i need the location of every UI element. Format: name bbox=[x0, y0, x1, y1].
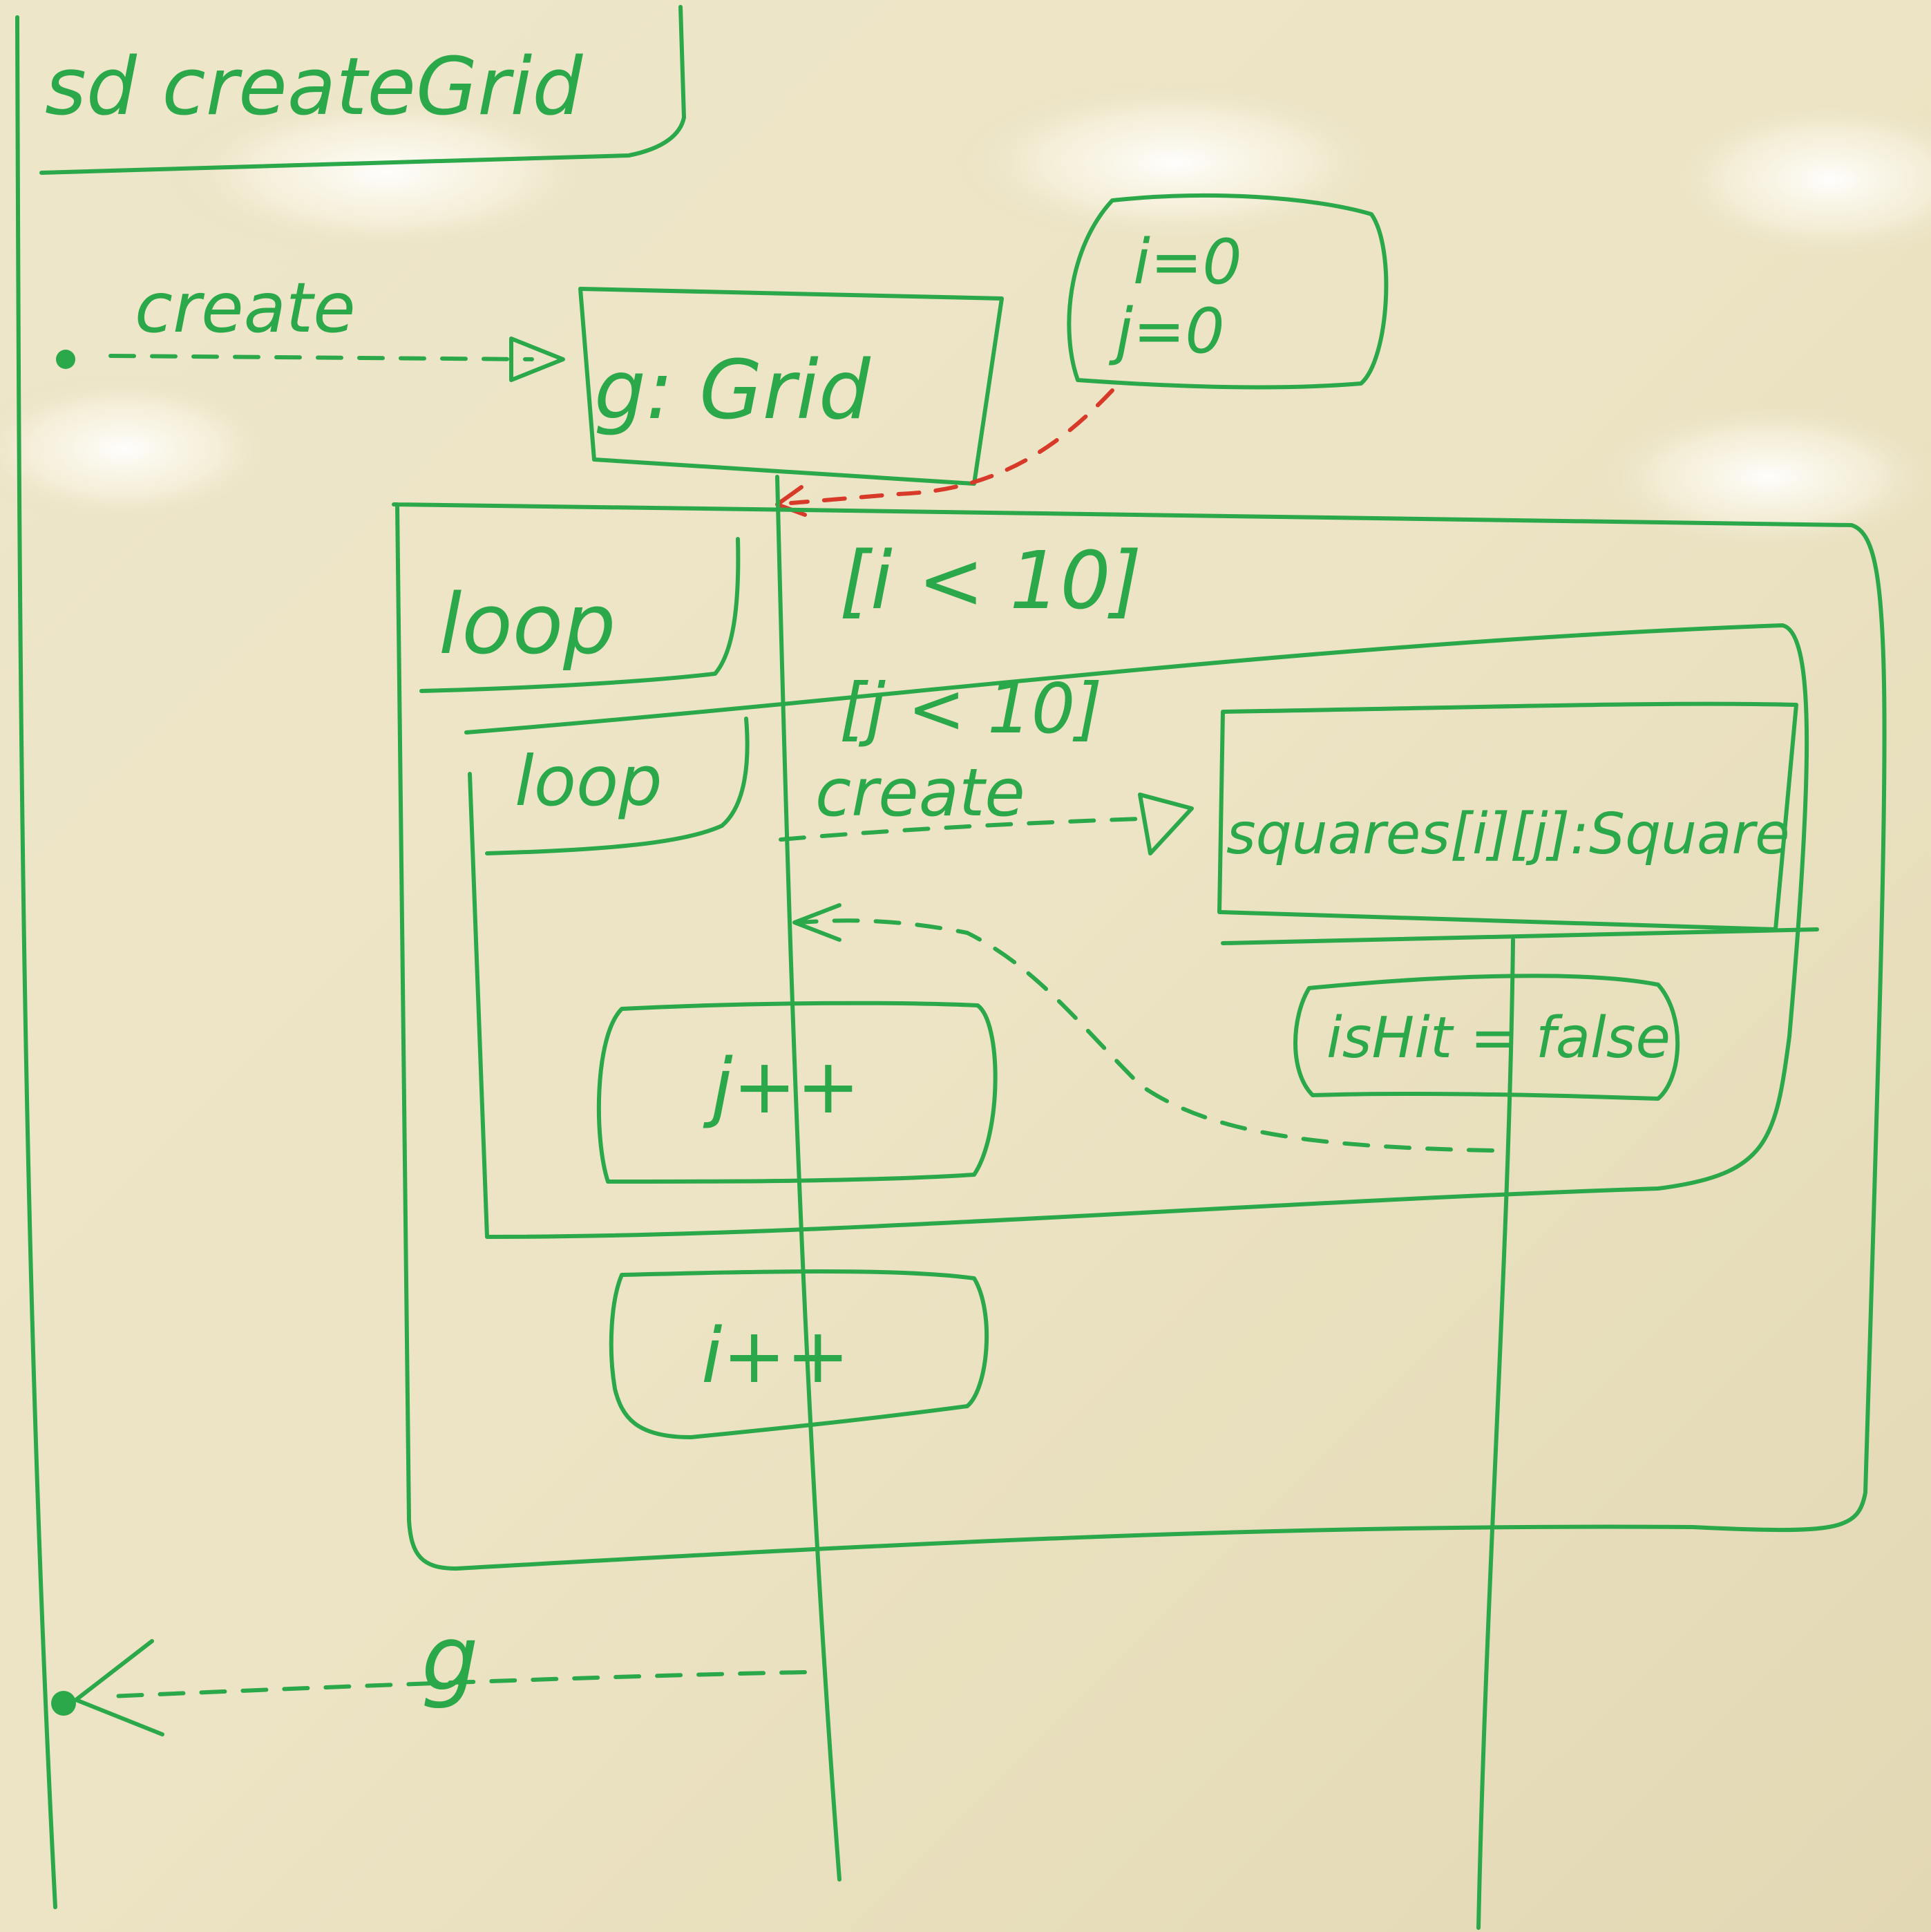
is-hit-action: isHit = false bbox=[1293, 974, 1680, 1101]
inner-loop-frame: loop [j < 10] bbox=[464, 623, 1809, 1239]
return-message-g: g bbox=[51, 1606, 807, 1736]
init-note: i=0 j=0 bbox=[775, 193, 1389, 517]
grid-lifeline bbox=[775, 475, 841, 1882]
j-increment-label: j++ bbox=[703, 1042, 860, 1130]
create-grid-label: create bbox=[135, 267, 356, 348]
square-lifeline bbox=[1476, 938, 1515, 1930]
note-i-init: i=0 bbox=[1133, 226, 1242, 299]
note-j-init: j=0 bbox=[1108, 295, 1225, 368]
square-lifeline-label: squares[i][j]:Square bbox=[1226, 802, 1790, 867]
inner-loop-operator: loop bbox=[515, 741, 663, 822]
square-lifeline-head: squares[i][j]:Square bbox=[1217, 701, 1819, 945]
j-increment-action: j++ bbox=[596, 1001, 998, 1184]
found-message-create: create bbox=[56, 267, 565, 382]
sd-frame: sd createGrid bbox=[15, 5, 686, 1909]
i-increment-action: i++ bbox=[609, 1269, 989, 1439]
create-square-label: create bbox=[815, 755, 1025, 831]
return-label: g bbox=[421, 1606, 479, 1711]
i-increment-label: i++ bbox=[701, 1311, 850, 1400]
inner-loop-guard: [j < 10] bbox=[839, 668, 1102, 749]
light-glare bbox=[0, 79, 1931, 553]
outer-loop-guard: [i < 10] bbox=[839, 535, 1141, 627]
frame-label: sd createGrid bbox=[45, 41, 583, 133]
grid-lifeline-label: g: Grid bbox=[594, 342, 871, 437]
square-return-message bbox=[792, 903, 1494, 1153]
is-hit-label: isHit = false bbox=[1326, 1005, 1671, 1071]
outer-loop-frame: loop [i < 10] bbox=[392, 502, 1887, 1571]
outer-loop-operator: loop bbox=[439, 577, 616, 673]
create-square-message: create bbox=[779, 755, 1194, 855]
